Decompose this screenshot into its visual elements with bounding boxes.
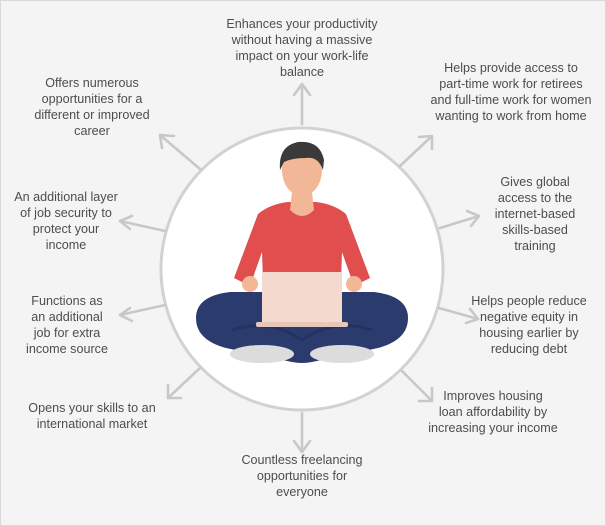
benefit-top-right: Helps provide access to part-time work f… — [430, 61, 592, 123]
right-hand — [346, 276, 362, 292]
benefit-right-lower: Helps people reduce negative equity in h… — [471, 294, 587, 356]
benefit-right-upper: Gives global access to the internet-base… — [494, 175, 576, 253]
arrow-right-upper — [438, 209, 481, 230]
benefit-bottom: Countless freelancing opportunities for … — [241, 453, 363, 499]
laptop-base — [256, 322, 348, 327]
person-with-laptop-icon — [196, 141, 408, 363]
neck — [290, 192, 314, 216]
arrow-left-lower — [118, 303, 167, 323]
arrow-right-lower — [437, 306, 480, 325]
arrow-left-upper — [118, 214, 167, 233]
left-foot — [230, 345, 294, 363]
right-foot — [310, 345, 374, 363]
arrow-bottom-right — [400, 369, 434, 403]
benefit-left-upper: An additional layer of job security to p… — [14, 190, 118, 252]
benefit-top: Enhances your productivity without havin… — [226, 17, 378, 79]
arrow-top-right — [398, 134, 434, 168]
benefit-bottom-right: Improves housing loan affordability by i… — [428, 389, 558, 435]
benefit-left-lower: Functions as an additional job for extra… — [26, 294, 108, 356]
benefit-bottom-left: Opens your skills to an international ma… — [28, 401, 156, 431]
laptop — [262, 272, 342, 326]
arrow-top — [292, 82, 312, 126]
arrow-bottom-left — [166, 366, 202, 400]
hair — [279, 141, 324, 170]
left-hand — [242, 276, 258, 292]
legs-fold — [231, 324, 373, 342]
benefit-top-left: Offers numerous opportunities for a diff… — [34, 76, 150, 138]
legs — [196, 292, 408, 363]
arrow-top-left — [158, 133, 202, 171]
arrow-bottom — [292, 411, 312, 454]
